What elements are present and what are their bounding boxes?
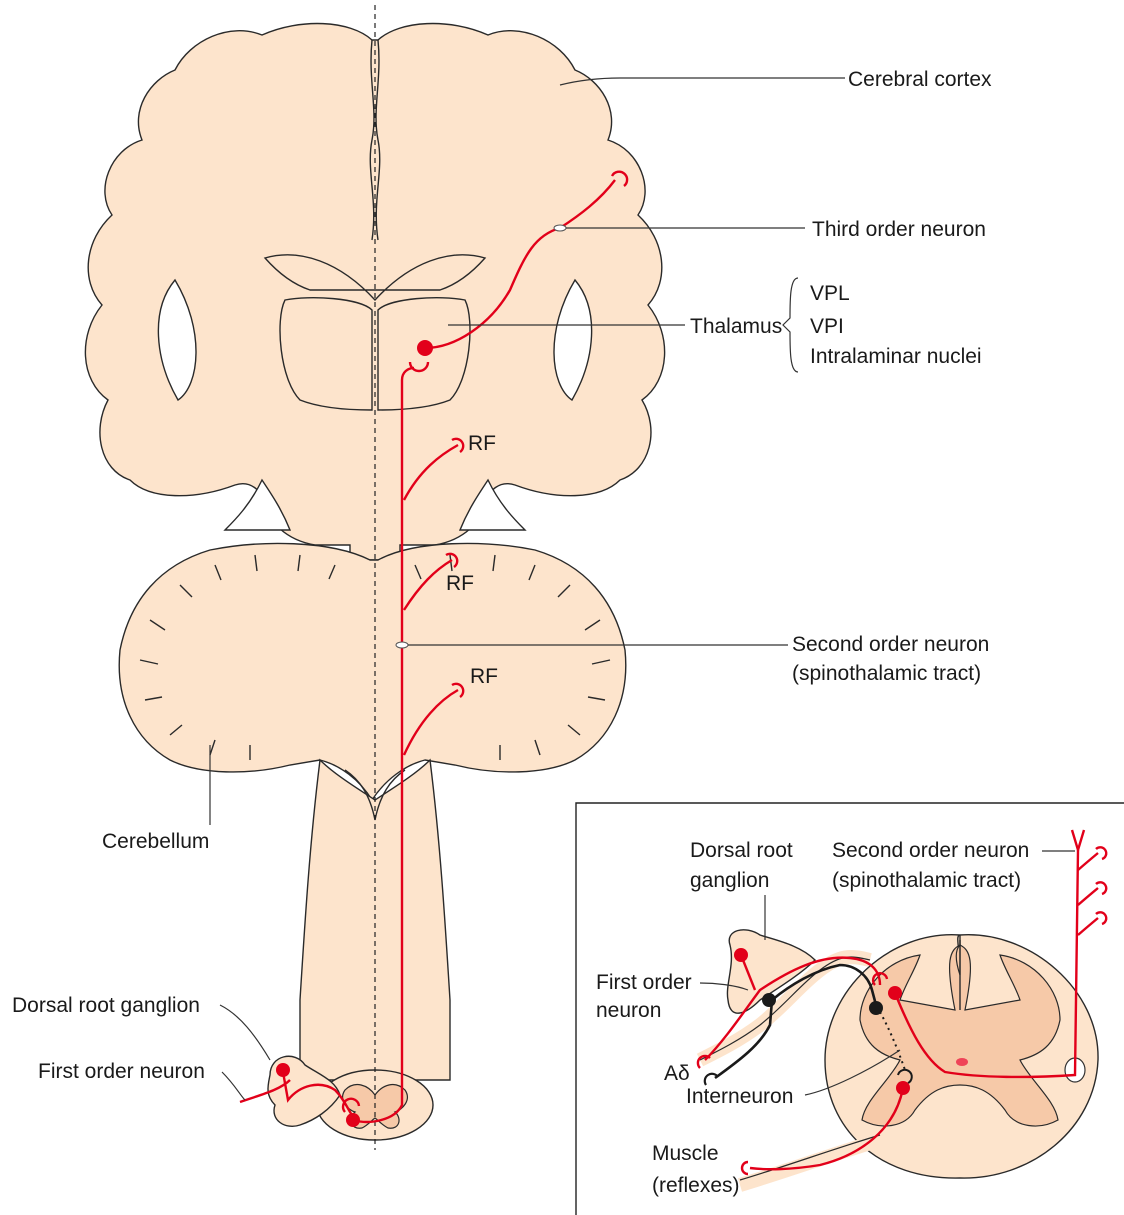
label-spinothalamic-tract: (spinothalamic tract) bbox=[792, 662, 981, 685]
label-cerebellum: Cerebellum bbox=[102, 830, 209, 853]
inset-label-muscle: Muscle bbox=[652, 1142, 719, 1165]
inset-label-second-order-2: (spinothalamic tract) bbox=[832, 869, 1021, 892]
label-rf-lower: RF bbox=[470, 665, 498, 688]
cerebrum bbox=[85, 24, 664, 560]
inset-label-first-order-1: First order bbox=[596, 971, 692, 994]
label-second-order-neuron: Second order neuron bbox=[792, 633, 989, 656]
label-intralaminar-nuclei: Intralaminar nuclei bbox=[810, 345, 982, 368]
inset-label-first-order-2: neuron bbox=[596, 999, 661, 1022]
inset-label-a-delta: Aδ bbox=[664, 1062, 690, 1085]
inset-label-second-order-1: Second order neuron bbox=[832, 839, 1029, 862]
label-vpi: VPI bbox=[810, 315, 844, 338]
inset-label-drg-2: ganglion bbox=[690, 869, 769, 892]
label-rf-upper: RF bbox=[468, 432, 496, 455]
label-third-order-neuron: Third order neuron bbox=[812, 218, 986, 241]
label-thalamus: Thalamus bbox=[690, 315, 782, 338]
label-rf-middle: RF bbox=[446, 572, 474, 595]
inset-label-drg-1: Dorsal root bbox=[690, 839, 793, 862]
first-order-soma bbox=[276, 1063, 290, 1077]
label-cerebral-cortex: Cerebral cortex bbox=[848, 68, 992, 91]
label-vpl: VPL bbox=[810, 282, 850, 305]
inset-label-interneuron: Interneuron bbox=[686, 1085, 793, 1108]
inset-label-reflexes: (reflexes) bbox=[652, 1174, 740, 1197]
label-first-order-neuron: First order neuron bbox=[38, 1060, 205, 1083]
cerebellum bbox=[119, 543, 626, 800]
label-dorsal-root-ganglion: Dorsal root ganglion bbox=[12, 994, 200, 1017]
